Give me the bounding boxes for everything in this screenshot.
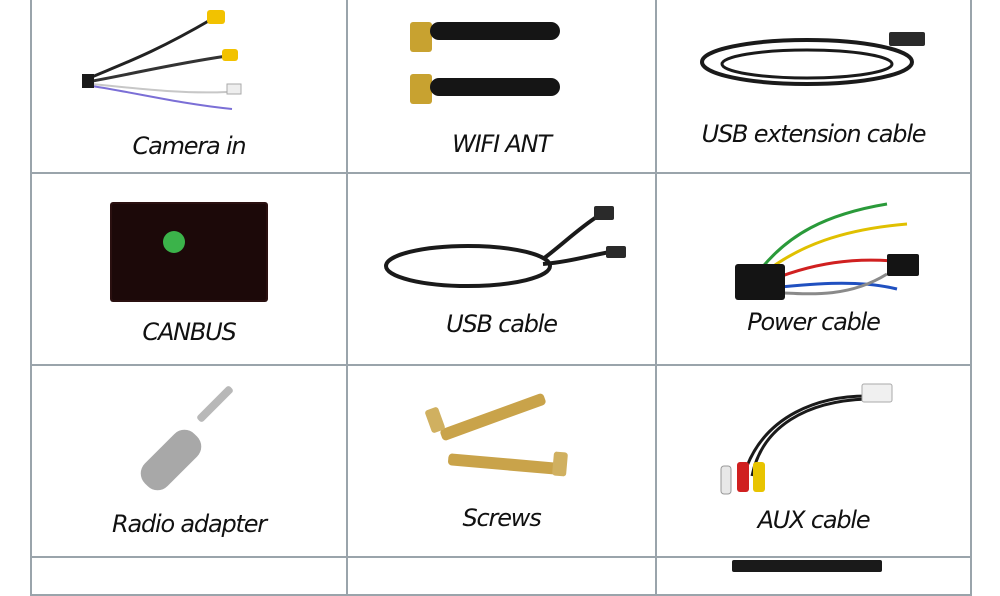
item-label: Camera in (132, 132, 247, 160)
accessory-cell-canbus: CANBUS (30, 172, 348, 366)
screws-image (425, 393, 568, 477)
accessory-grid: Camera in WIFI ANT USB extension cable C… (30, 0, 972, 596)
accessory-cell-usb-cable: USB cable (346, 172, 657, 366)
power-cable-image (735, 202, 919, 300)
item-label: CANBUS (142, 318, 236, 346)
accessory-cell-partial-1 (30, 556, 348, 596)
item-label: Radio adapter (112, 510, 267, 538)
item-label: Power cable (747, 308, 881, 336)
radio-adapter-image (140, 386, 233, 491)
item-label: Screws (462, 504, 542, 532)
accessory-cell-partial-3 (655, 556, 972, 596)
accessory-cell-power-cable: Power cable (655, 172, 972, 366)
usb-cable-image (384, 206, 626, 288)
accessory-cell-camera-in: Camera in (30, 0, 348, 174)
accessory-cell-usb-extension: USB extension cable (655, 0, 972, 174)
accessory-cell-partial-2 (346, 556, 657, 596)
aux-cable-image (720, 383, 893, 495)
camera-in-cable-image (82, 10, 242, 110)
accessory-cell-radio-adapter: Radio adapter (30, 364, 348, 558)
item-label: WIFI ANT (452, 130, 552, 158)
accessory-cell-screws: Screws (346, 364, 657, 558)
item-label: USB extension cable (701, 120, 927, 148)
canbus-box-image (110, 202, 268, 302)
accessory-cell-wifi-ant: WIFI ANT (346, 0, 657, 174)
accessory-cell-aux-cable: AUX cable (655, 364, 972, 558)
wifi-antenna-image (410, 22, 560, 104)
item-label: AUX cable (757, 506, 871, 534)
usb-extension-cable-image (700, 32, 925, 86)
item-label: USB cable (446, 310, 558, 338)
partial-item-image (732, 560, 882, 572)
